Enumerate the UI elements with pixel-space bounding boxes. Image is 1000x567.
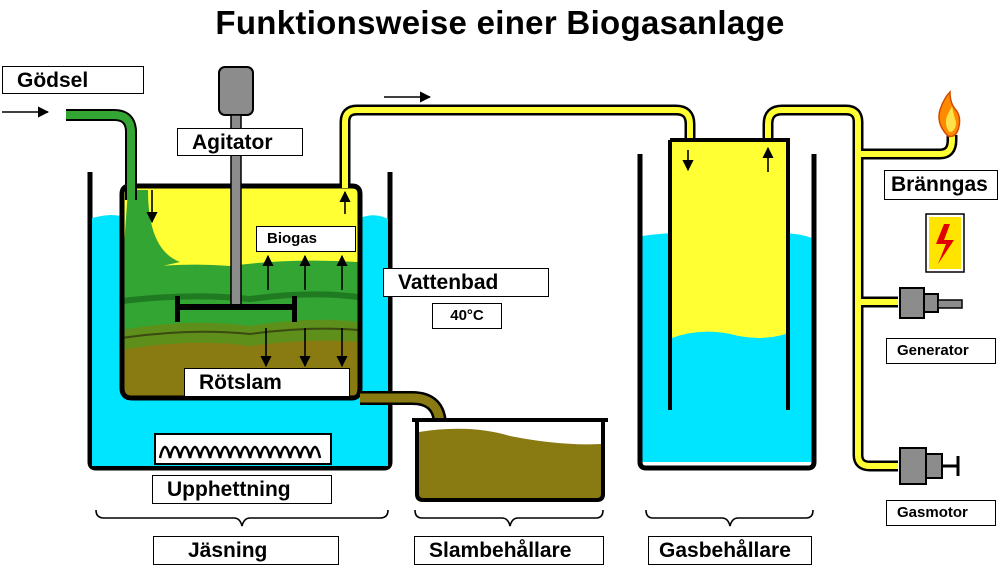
sludge-tank	[412, 418, 608, 502]
biogas-pipe	[339, 104, 958, 472]
flame-icon	[938, 90, 961, 138]
label-heating: Upphettning	[152, 475, 332, 504]
label-biogas: Biogas	[256, 226, 356, 252]
fermentation-unit	[87, 66, 393, 471]
label-manure: Gödsel	[2, 66, 144, 94]
water-bath-water	[92, 215, 388, 466]
label-generator: Generator	[886, 338, 996, 364]
label-digestate: Rötslam	[184, 368, 350, 397]
gas-tank	[637, 138, 817, 471]
label-temperature: 40°C	[432, 303, 502, 329]
arrow-icon	[146, 190, 351, 368]
label-gas-tank: Gasbehållare	[648, 536, 812, 565]
manure-pipe	[66, 109, 137, 200]
page-title: Funktionsweise einer Biogasanlage	[215, 4, 785, 41]
digester-stripe-2	[121, 327, 359, 339]
digester-wall	[119, 183, 363, 401]
generator-icon	[899, 287, 963, 319]
lightning-icon	[925, 213, 965, 273]
label-water-bath: Vattenbad	[383, 268, 549, 297]
group-braces	[95, 509, 814, 527]
label-fuel-gas: Bränngas	[884, 170, 998, 200]
label-agitator: Agitator	[177, 128, 303, 156]
water-bath-tank	[87, 172, 393, 471]
heating-coil	[154, 433, 332, 465]
digester-manure-stream	[122, 190, 180, 275]
label-gas-engine: Gasmotor	[886, 500, 996, 526]
label-sludge-tank: Slambehållare	[414, 536, 604, 565]
label-fermentation: Jäsning	[153, 536, 339, 565]
gas-motor-icon	[899, 447, 960, 485]
agitator-device	[175, 66, 297, 322]
